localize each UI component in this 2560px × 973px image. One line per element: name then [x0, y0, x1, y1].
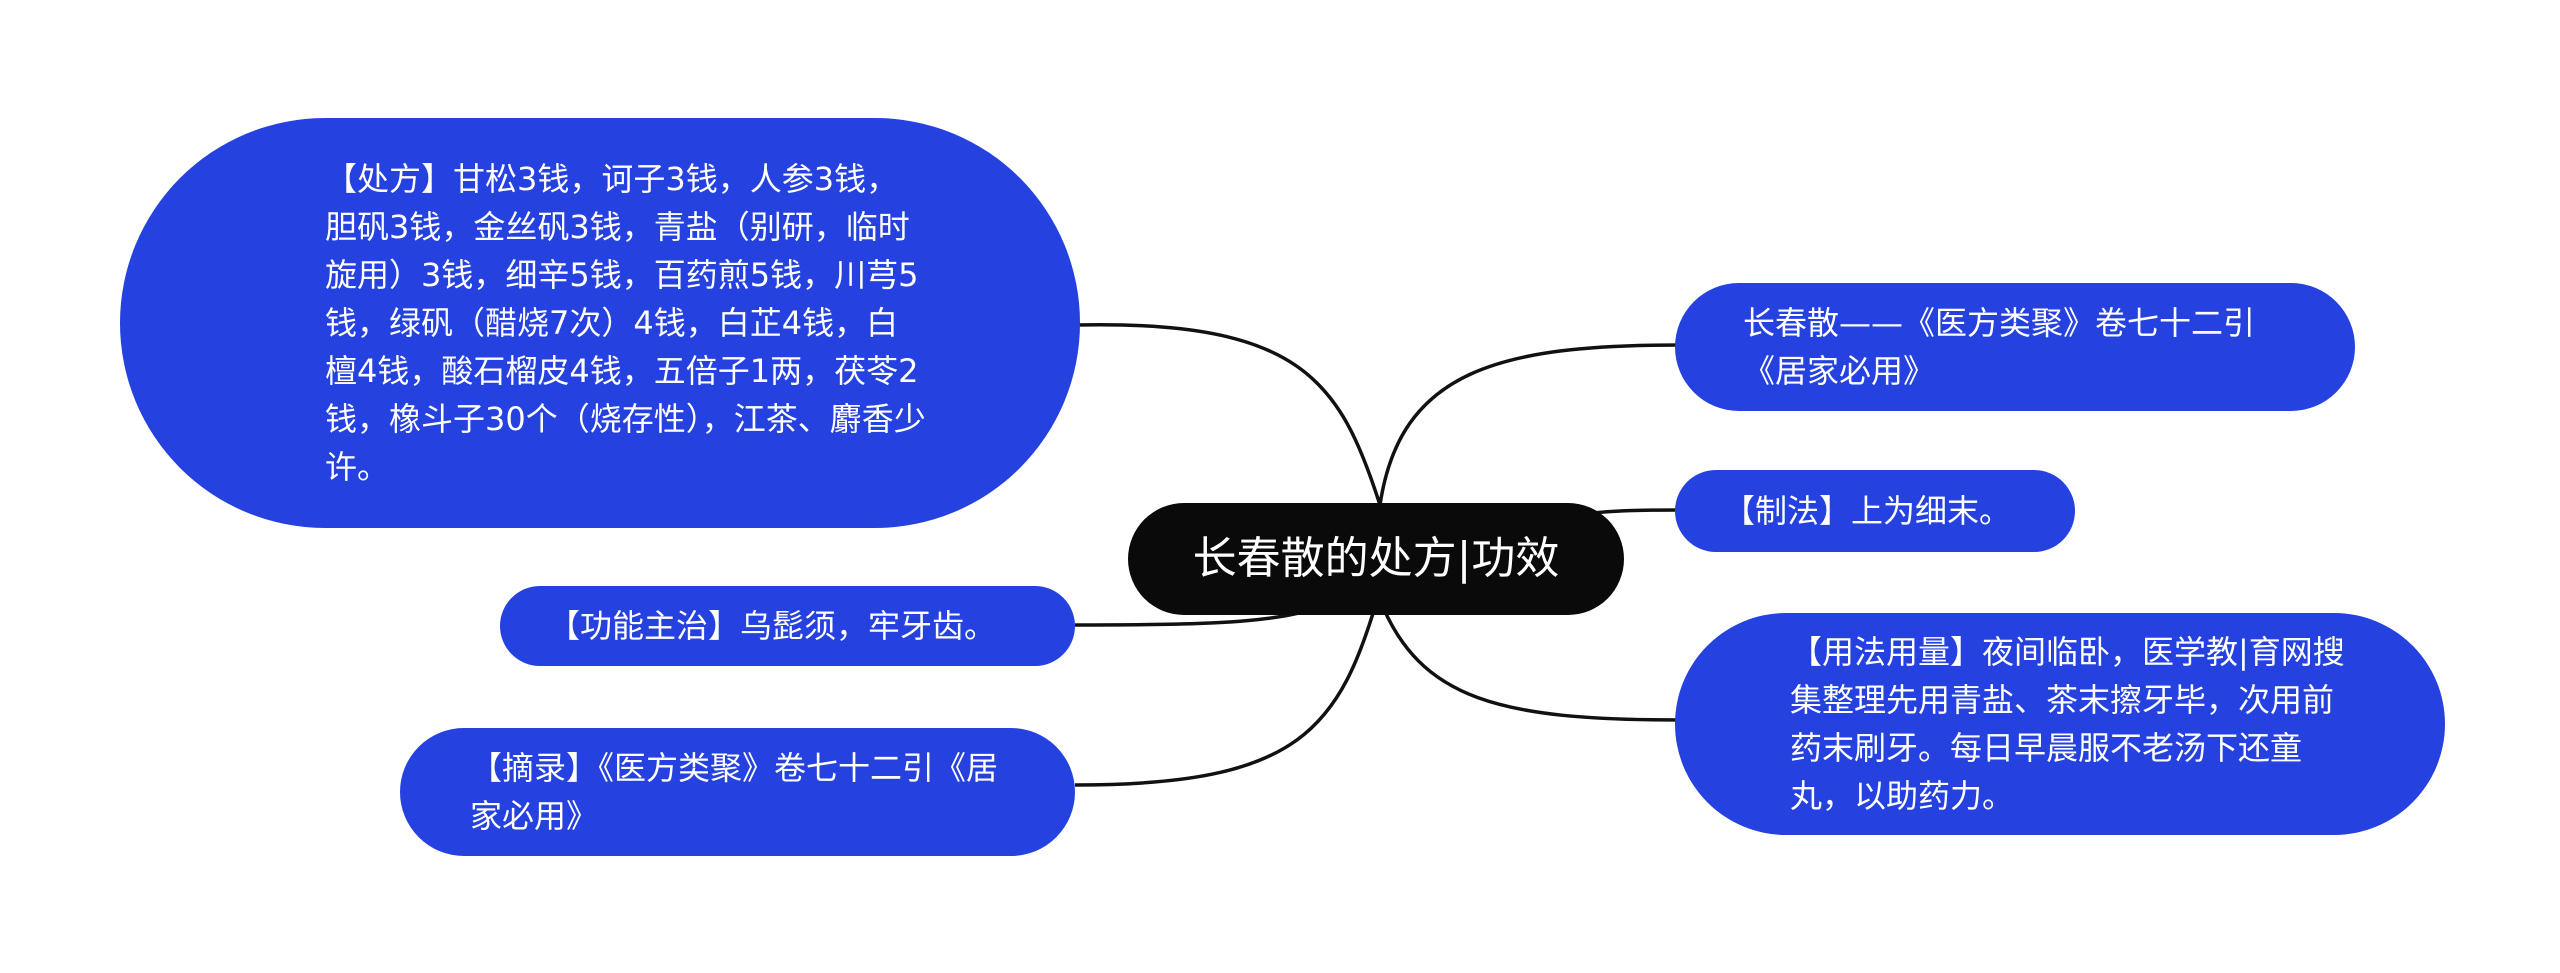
node-usage[interactable]: 【用法用量】夜间临卧，医学教|育网搜集整理先用青盐、茶末擦牙毕，次用前药末刷牙。… — [1675, 613, 2445, 835]
center-node[interactable]: 长春散的处方|功效 — [1128, 503, 1624, 615]
connector-prescription — [1074, 322, 1382, 506]
node-source-label: 长春散——《医方类聚》卷七十二引《居家必用》 — [1743, 304, 2256, 390]
node-prescription-label: 【处方】甘松3钱，诃子3钱，人参3钱，胆矾3钱，金丝矾3钱，青盐（别研，临时旋用… — [325, 160, 926, 486]
node-function-label: 【功能主治】乌髭须，牢牙齿。 — [548, 607, 997, 645]
node-excerpt[interactable]: 【摘录】《医方类聚》卷七十二引《居家必用》 — [400, 728, 1075, 856]
node-excerpt-label: 【摘录】《医方类聚》卷七十二引《居家必用》 — [470, 749, 999, 835]
node-preparation-label: 【制法】上为细末。 — [1723, 492, 2012, 530]
node-usage-label: 【用法用量】夜间临卧，医学教|育网搜集整理先用青盐、茶末擦牙毕，次用前药末刷牙。… — [1790, 633, 2345, 815]
node-source[interactable]: 长春散——《医方类聚》卷七十二引《居家必用》 — [1675, 283, 2355, 411]
connector-excerpt — [1074, 589, 1382, 787]
node-function[interactable]: 【功能主治】乌髭须，牢牙齿。 — [500, 586, 1075, 666]
node-preparation[interactable]: 【制法】上为细末。 — [1675, 470, 2075, 552]
node-prescription[interactable]: 【处方】甘松3钱，诃子3钱，人参3钱，胆矾3钱，金丝矾3钱，青盐（别研，临时旋用… — [120, 118, 1080, 528]
connector-usage — [1378, 599, 1681, 722]
connector-source — [1378, 343, 1681, 506]
center-node-label: 长春散的处方|功效 — [1192, 533, 1560, 584]
